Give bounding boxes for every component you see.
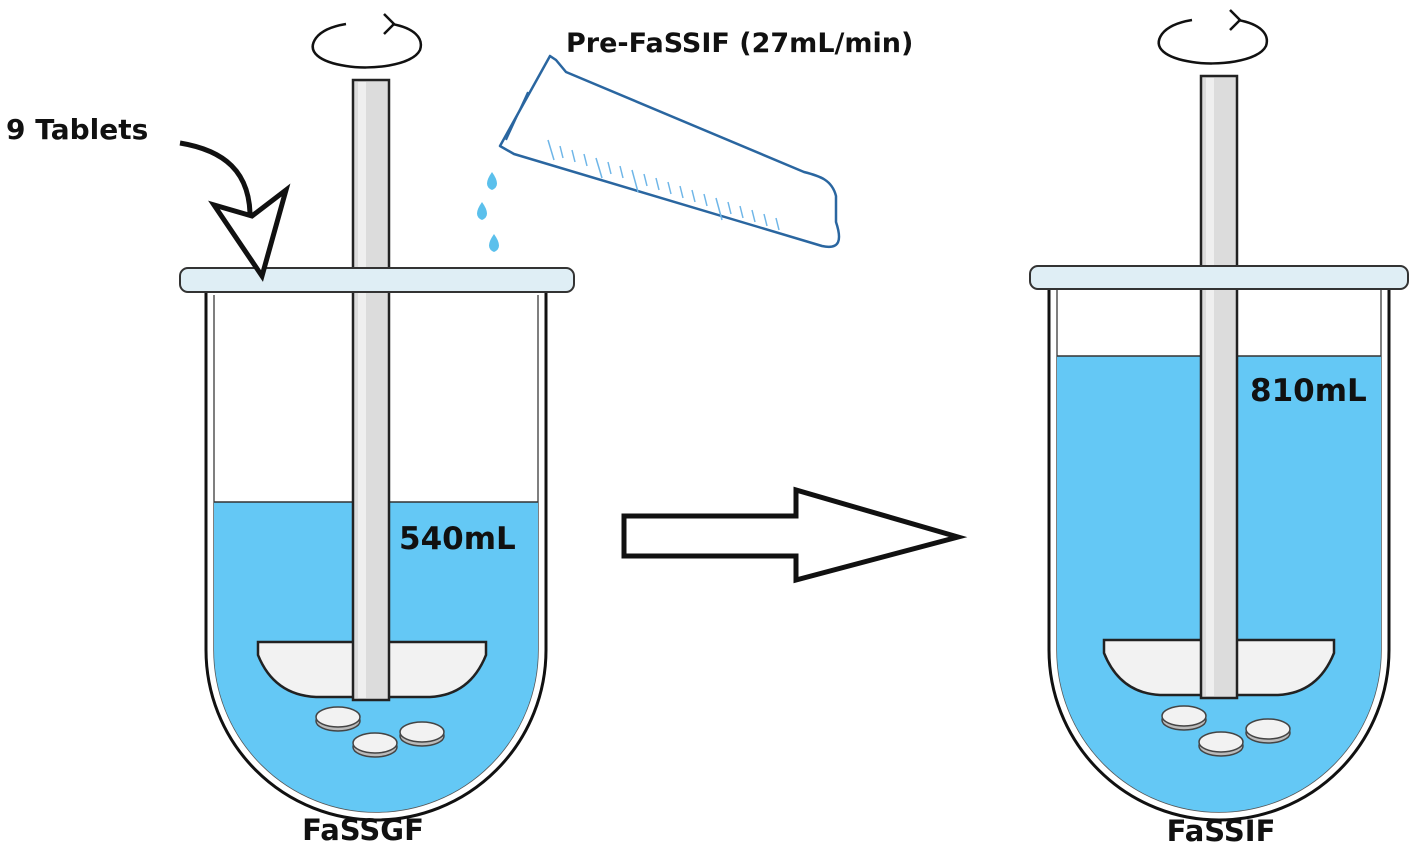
right-tablets bbox=[1161, 705, 1291, 757]
media-addition-label: Pre-FaSSIF (27mL/min) bbox=[566, 28, 913, 59]
left-vessel-lid bbox=[179, 267, 575, 293]
right-vessel-lid bbox=[1029, 265, 1409, 290]
right-rotation-icon bbox=[1157, 9, 1269, 65]
droplet bbox=[487, 172, 497, 190]
left-volume-label: 540mL bbox=[399, 521, 516, 557]
tablet bbox=[399, 721, 445, 747]
droplets bbox=[477, 172, 499, 252]
tablet-addition-annotation: 9 Tablets bbox=[6, 113, 291, 282]
right-vessel: 810mL FaSSIF bbox=[1029, 9, 1409, 848]
tablet bbox=[352, 732, 398, 758]
droplet bbox=[477, 202, 487, 220]
tablet bbox=[1161, 705, 1207, 731]
tablet bbox=[315, 706, 361, 732]
right-medium-label: FaSSIF bbox=[1167, 814, 1276, 848]
right-volume-label: 810mL bbox=[1250, 373, 1367, 409]
tablet bbox=[1198, 731, 1244, 757]
left-medium-label: FaSSGF bbox=[302, 813, 424, 847]
transition-arrow-icon bbox=[621, 486, 968, 584]
left-tablets bbox=[315, 706, 445, 758]
tablet bbox=[1245, 718, 1291, 744]
droplet bbox=[489, 234, 499, 252]
arrowhead-icon bbox=[208, 183, 291, 282]
left-rotation-icon bbox=[311, 13, 423, 69]
media-addition: Pre-FaSSIF (27mL/min) bbox=[477, 28, 913, 252]
curved-arrow-icon bbox=[179, 140, 253, 223]
test-tube-icon bbox=[498, 54, 841, 249]
left-vessel: 540mL FaSSGF bbox=[179, 13, 575, 847]
tablets-label: 9 Tablets bbox=[6, 113, 148, 146]
